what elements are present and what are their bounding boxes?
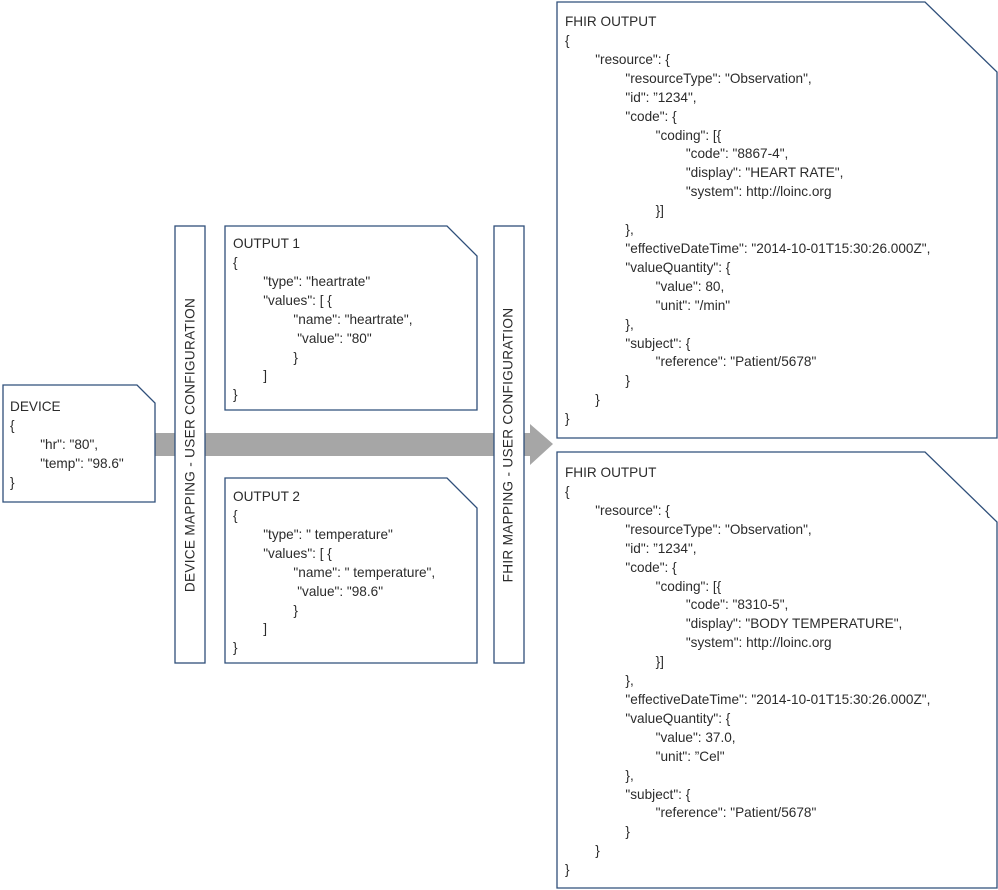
fhir-mapping-label: FHIR MAPPING - USER CONFIGURATION bbox=[500, 307, 516, 583]
device-mapping-label: DEVICE MAPPING - USER CONFIGURATION bbox=[182, 297, 198, 593]
fhir-output1-json: { "resource": { "resourceType": "Observa… bbox=[565, 33, 931, 427]
output1-title: OUTPUT 1 bbox=[233, 236, 300, 251]
output2-card-shape bbox=[224, 477, 478, 664]
output2-title: OUTPUT 2 bbox=[233, 489, 300, 504]
fhir-output2-card-shape bbox=[556, 451, 998, 889]
output1-json: { "type": "heartrate" "values": [ { "nam… bbox=[233, 255, 413, 403]
device-json: { "hr": "80", "temp": "98.6" } bbox=[10, 418, 124, 490]
device-card-shape bbox=[2, 384, 156, 503]
flow-arrow bbox=[153, 424, 553, 465]
output2-json: { "type": " temperature" "values": [ { "… bbox=[233, 508, 436, 656]
device-title: DEVICE bbox=[10, 399, 61, 414]
fhir-output1-title: FHIR OUTPUT bbox=[565, 14, 657, 29]
fhir-output1-card-shape bbox=[556, 1, 998, 439]
fhir-mapping-bar bbox=[493, 225, 525, 664]
device-mapping-bar bbox=[174, 225, 206, 664]
output1-card-shape bbox=[224, 225, 478, 411]
fhir-output2-json: { "resource": { "resourceType": "Observa… bbox=[565, 484, 931, 878]
fhir-output2-title: FHIR OUTPUT bbox=[565, 465, 657, 480]
